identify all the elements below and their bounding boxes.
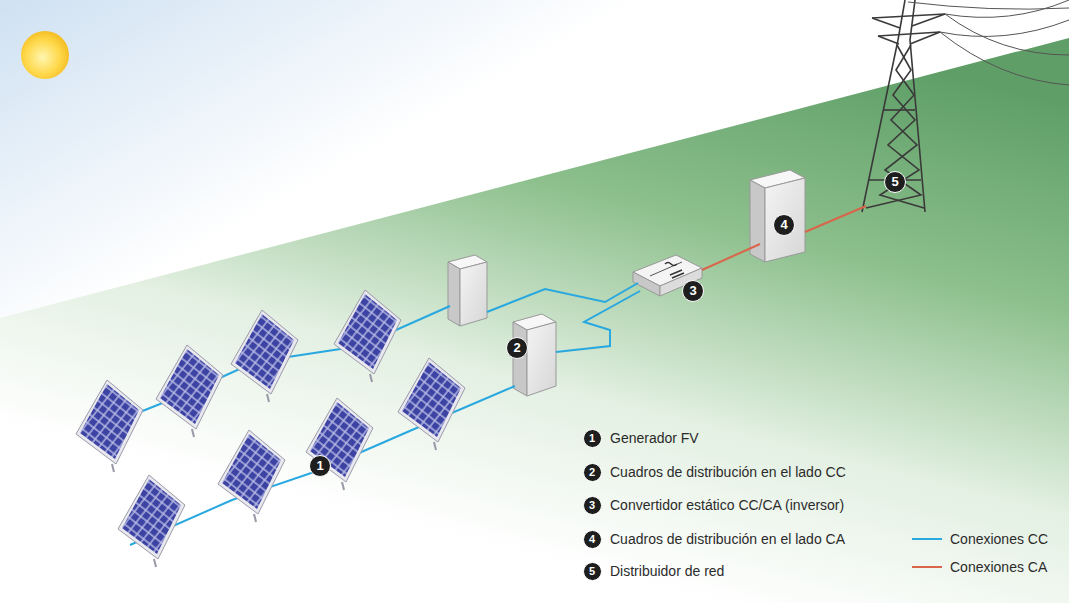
label-holder: Cuadros de distribución en el lado CC — [610, 463, 846, 481]
callout-number: 1 — [583, 429, 602, 448]
callout-holder: 1 — [309, 455, 331, 477]
legend-text: Conexiones CC — [950, 530, 1048, 548]
callout-number: 5 — [583, 562, 602, 581]
legend-line-sample — [912, 538, 942, 540]
callout-holder: 2 — [583, 463, 602, 482]
label-holder: Generador FV — [610, 429, 699, 447]
legend-line-sample — [912, 566, 942, 568]
legend-item-text: Distribuidor de red — [610, 562, 724, 580]
legend-text: Conexiones CA — [950, 558, 1047, 576]
callout-holder: 3 — [583, 496, 602, 515]
legend-holder: Conexiones CC — [950, 530, 1048, 548]
callout-number: 4 — [773, 214, 795, 236]
callout-number: 5 — [884, 171, 906, 193]
callout-holder: 4 — [583, 530, 602, 549]
callout-number: 3 — [682, 280, 704, 302]
label-holder: Cuadros de distribución en el lado CA — [610, 530, 845, 548]
callout-holder: 5 — [583, 562, 602, 581]
callout-holder: 4 — [773, 214, 795, 236]
legend-item-text: Convertidor estático CC/CA (inversor) — [610, 496, 844, 514]
legend-holder: Conexiones CA — [950, 558, 1047, 576]
legend-item-text: Cuadros de distribución en el lado CC — [610, 463, 846, 481]
callout-number: 3 — [583, 496, 602, 515]
callout-holder: 1 — [583, 429, 602, 448]
label-holder: Convertidor estático CC/CA (inversor) — [610, 496, 844, 514]
callout-number: 2 — [506, 337, 528, 359]
label-holder: Distribuidor de red — [610, 562, 724, 580]
callout-holder: 2 — [506, 337, 528, 359]
callout-holder: 3 — [682, 280, 704, 302]
legend-item-text: Generador FV — [610, 429, 699, 447]
callout-number: 4 — [583, 530, 602, 549]
callout-holder: 5 — [884, 171, 906, 193]
callout-number: 2 — [583, 463, 602, 482]
legend-item-text: Cuadros de distribución en el lado CA — [610, 530, 845, 548]
callout-number: 1 — [309, 455, 331, 477]
